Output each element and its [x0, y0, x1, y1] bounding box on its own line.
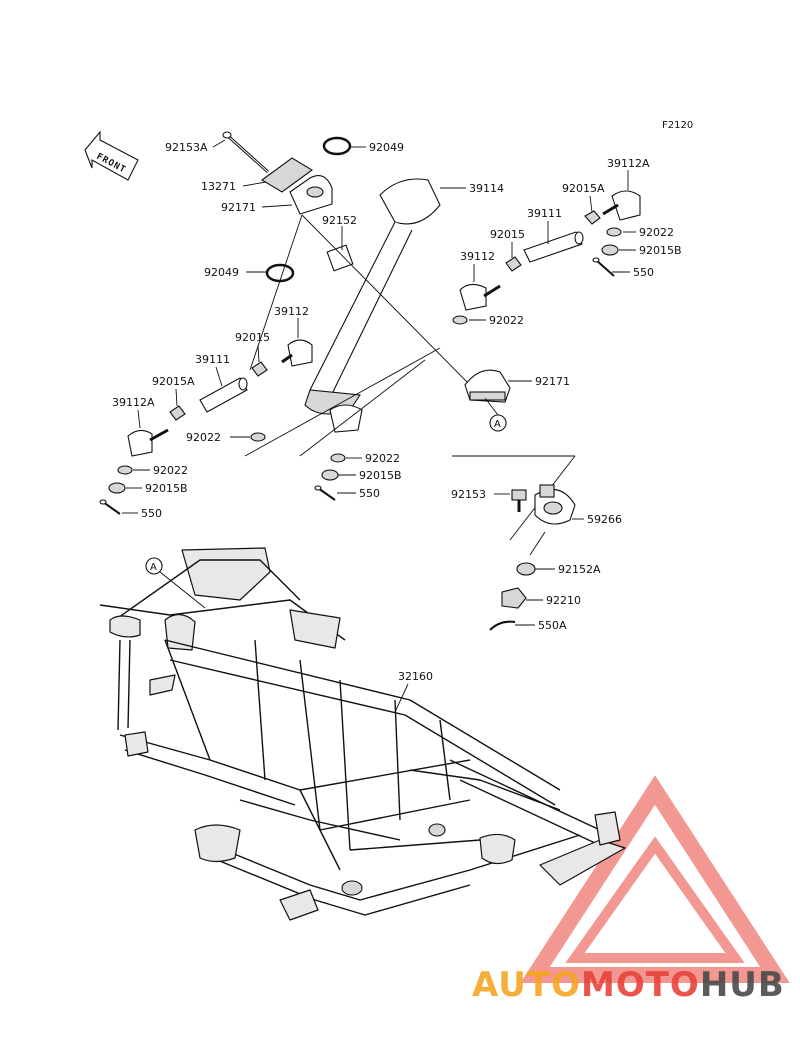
label-92015B-right: 92015B	[639, 244, 682, 257]
label-39112-right: 39112	[460, 250, 495, 263]
label-92153A: 92153A	[165, 141, 208, 154]
label-92049-bottom: 92049	[204, 266, 239, 279]
watermark-part-hub: HUB	[700, 965, 785, 1005]
label-59266: 59266	[587, 513, 622, 526]
oring-92049-top	[322, 136, 352, 156]
bushing-92152	[326, 244, 354, 272]
label-92015-right: 92015	[490, 228, 525, 241]
label-32160: 32160	[398, 670, 433, 683]
tie-rod-end-39112A-right	[602, 190, 641, 221]
collar-92152A	[516, 562, 536, 576]
watermark-part-moto: MOTO	[581, 965, 700, 1005]
label-92015A-left: 92015A	[152, 375, 195, 388]
label-92015B-center: 92015B	[359, 469, 402, 482]
cotter-pin-550-left	[99, 499, 121, 515]
watermark-logo-text: AUTOMOTOHUB	[472, 965, 785, 1005]
label-39114: 39114	[469, 182, 504, 195]
bolt-92153	[511, 489, 527, 512]
label-92022-right-top: 92022	[639, 226, 674, 239]
watermark-logo-triangle	[520, 775, 790, 983]
nut-92210	[501, 587, 527, 609]
tie-rod-end-39112A-left	[127, 428, 169, 457]
svg-text:A: A	[494, 419, 501, 430]
label-92015-left: 92015	[235, 331, 270, 344]
nut-92015B-left	[108, 482, 126, 494]
front-arrow-icon: FRONT	[84, 130, 139, 181]
tie-rod-39111-right	[523, 231, 584, 263]
label-39112-left: 39112	[274, 305, 309, 318]
svg-text:A: A	[150, 562, 157, 573]
bearing-59266	[534, 484, 576, 525]
label-39112A-left: 39112A	[112, 396, 155, 409]
nut-92015-right	[505, 256, 522, 272]
ref-marker-A-frame: A	[145, 557, 163, 575]
label-92022-left-low: 92022	[153, 464, 188, 477]
washer-92022-left-mid	[250, 432, 266, 442]
washer-92022-left-low	[117, 465, 133, 475]
label-92152A: 92152A	[558, 563, 601, 576]
label-550-right: 550	[633, 266, 654, 279]
label-550-left: 550	[141, 507, 162, 520]
holder-92171-top	[289, 175, 333, 215]
washer-92022-right-top	[606, 227, 622, 237]
watermark-part-auto: AUTO	[472, 965, 581, 1005]
plate-13271	[261, 157, 313, 193]
pivot-bracket-center	[329, 404, 363, 433]
bolt-92153A	[222, 131, 270, 174]
label-92015B-left: 92015B	[145, 482, 188, 495]
washer-92022-center	[330, 453, 346, 463]
label-92049-top: 92049	[369, 141, 404, 154]
label-39112A-right: 39112A	[607, 157, 650, 170]
cotter-pin-550A	[489, 620, 516, 631]
tie-rod-end-39112-left	[281, 339, 313, 367]
holder-92171-right	[464, 369, 511, 403]
label-92022-right-mid: 92022	[489, 314, 524, 327]
label-92152: 92152	[322, 214, 357, 227]
label-92015A-right: 92015A	[562, 182, 605, 195]
nut-92015A-right	[584, 210, 601, 225]
label-92022-left-mid: 92022	[186, 431, 221, 444]
ref-marker-A-top: A	[489, 414, 507, 432]
label-92171-right: 92171	[535, 375, 570, 388]
nut-92015A-left	[169, 405, 186, 421]
cotter-pin-550-right	[592, 257, 615, 277]
nut-92015B-right	[601, 244, 619, 256]
label-39111-right: 39111	[527, 207, 562, 220]
tie-rod-39111-left	[199, 377, 248, 413]
label-92171-top: 92171	[221, 201, 256, 214]
label-92153: 92153	[451, 488, 486, 501]
label-92210: 92210	[546, 594, 581, 607]
label-39111-left: 39111	[195, 353, 230, 366]
label-550-center: 550	[359, 487, 380, 500]
label-550A: 550A	[538, 619, 567, 632]
oring-92049-bottom	[265, 263, 295, 283]
nut-92015B-center	[321, 469, 339, 481]
cotter-pin-550-center	[314, 485, 336, 501]
tie-rod-end-39112-right	[459, 283, 501, 311]
frame-32160	[99, 547, 626, 921]
svg-text:AUTOMOTOHUB: AUTOMOTOHUB	[472, 965, 785, 1005]
figure-code: F2120	[662, 120, 693, 131]
washer-92022-right-mid	[452, 315, 468, 325]
nut-92015-left	[251, 361, 268, 377]
label-92022-center: 92022	[365, 452, 400, 465]
label-13271: 13271	[201, 180, 236, 193]
